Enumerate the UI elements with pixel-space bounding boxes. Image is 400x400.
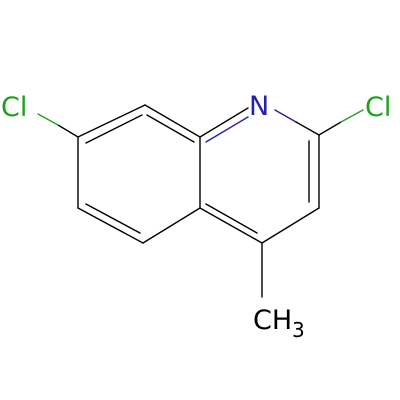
bond-n-c2-right [295, 121, 320, 136]
bond-c8a-n [199, 107, 249, 138]
atom-chlorine-left: Cl [1, 92, 27, 123]
bond-n-c2-left [274, 109, 297, 123]
bond-c4-c4a-inner [205, 203, 258, 234]
bond-c8a-n-inner [205, 116, 249, 143]
atom-chlorine-right: Cl [365, 92, 391, 123]
atom-nitrogen: N [249, 91, 269, 122]
bond-c3-c4 [261, 207, 320, 244]
bond-c2-cl-black [318, 121, 342, 136]
bond-c5-c6-inner [85, 203, 141, 234]
bond-group [37, 104, 364, 298]
atom-methyl-ch: CH [253, 305, 292, 336]
bond-c7-c8-inner [85, 114, 143, 144]
bond-c7-cl-green [37, 113, 59, 126]
bond-c8-c8a [144, 104, 201, 138]
bond-c5-c6 [77, 207, 144, 244]
bond-c7-c8 [77, 104, 146, 138]
bond-c7-cl-black [57, 124, 79, 138]
bond-c4a-c5 [142, 207, 201, 244]
atom-methyl-subscript: 3 [292, 318, 305, 342]
bond-c4-c4a [199, 207, 263, 244]
bond-c2-cl-green [340, 109, 364, 123]
bond-c8-c8a-inner [146, 114, 195, 143]
